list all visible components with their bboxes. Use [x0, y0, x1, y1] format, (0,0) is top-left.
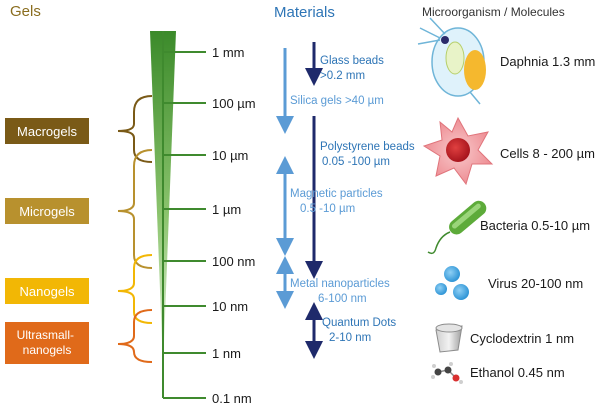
scale-label-0-1nm: 0.1 nm [212, 391, 252, 405]
cells-label: Cells 8 - 200 µm [500, 146, 595, 161]
daphnia-icon [417, 17, 486, 105]
cyclodextrin-icon [435, 323, 463, 353]
nanogels-box [5, 278, 89, 304]
daphnia-label: Daphnia 1.3 mm [500, 54, 595, 69]
polystyrene-label: Polystyrene beads 0.05 -100 µm [320, 141, 418, 168]
scale-label-10nm: 10 nm [212, 299, 248, 314]
ultrasmall-bracket [117, 309, 153, 363]
scale-label-1mm: 1 mm [212, 45, 245, 60]
scale-label-1nm: 1 nm [212, 346, 241, 361]
macrogels-label: Macrogels [17, 124, 77, 139]
cell-icon [422, 116, 494, 186]
ultrasmall-label: Ultrasmall- nanogels [17, 328, 78, 357]
ultrasmall-box [5, 322, 89, 364]
virus-label: Virus 20-100 nm [488, 276, 583, 291]
cyclodextrin-label: Cyclodextrin 1 nm [470, 331, 574, 346]
scale-label-100nm: 100 nm [212, 254, 255, 269]
nanogels-label: Nanogels [20, 284, 75, 299]
ethanol-label: Ethanol 0.45 nm [470, 365, 565, 380]
scale-ticks [163, 51, 206, 399]
nanogels-bracket [117, 254, 153, 324]
macrogels-bracket [117, 95, 153, 163]
scale-label-1um: 1 µm [212, 202, 241, 217]
scale-label-10um: 10 µm [212, 148, 248, 163]
magnetic-label: Magnetic particles 0.5 -10 µm [290, 188, 386, 215]
silica-gels-label: Silica gels >40 µm [290, 95, 384, 107]
glass-beads-label: Glass beads >0.2 mm [320, 55, 387, 82]
scale-label-100um: 100 µm [212, 96, 256, 111]
ethanol-icon [431, 362, 463, 384]
macrogels-box [5, 118, 89, 144]
virus-icon [435, 266, 469, 300]
microgels-label: Microgels [19, 204, 75, 219]
materials-header: Materials [274, 4, 335, 21]
micro-header: Microorganism / Molecules [422, 5, 565, 19]
microgels-bracket [117, 149, 153, 269]
gels-header: Gels [10, 3, 41, 20]
bacteria-icon [427, 200, 487, 255]
quantum-dots-label: Quantum Dots 2-10 nm [322, 317, 399, 344]
microgels-box [5, 198, 89, 224]
bacteria-label: Bacteria 0.5-10 µm [480, 218, 590, 233]
metal-np-label: Metal nanoparticles 6-100 nm [290, 278, 393, 305]
